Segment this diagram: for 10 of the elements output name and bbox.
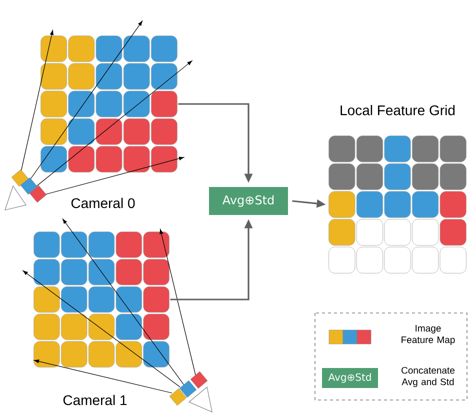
camera-label: Cameral 0: [71, 198, 135, 208]
operation-box: Avg⊕Std: [209, 187, 288, 215]
operation-box: Avg⊕Std: [322, 368, 378, 388]
feature-grid: [34, 232, 170, 368]
camera-label: Cameral 1: [63, 394, 127, 406]
legend-text: Concatenate Avg and Std: [402, 366, 454, 388]
node-label: Local Feature Grid: [340, 104, 455, 116]
feature-grid: Local Feature Grid: [328, 104, 466, 274]
feature-grid: [40, 36, 178, 172]
legend-text: Image Feature Map: [402, 325, 455, 345]
